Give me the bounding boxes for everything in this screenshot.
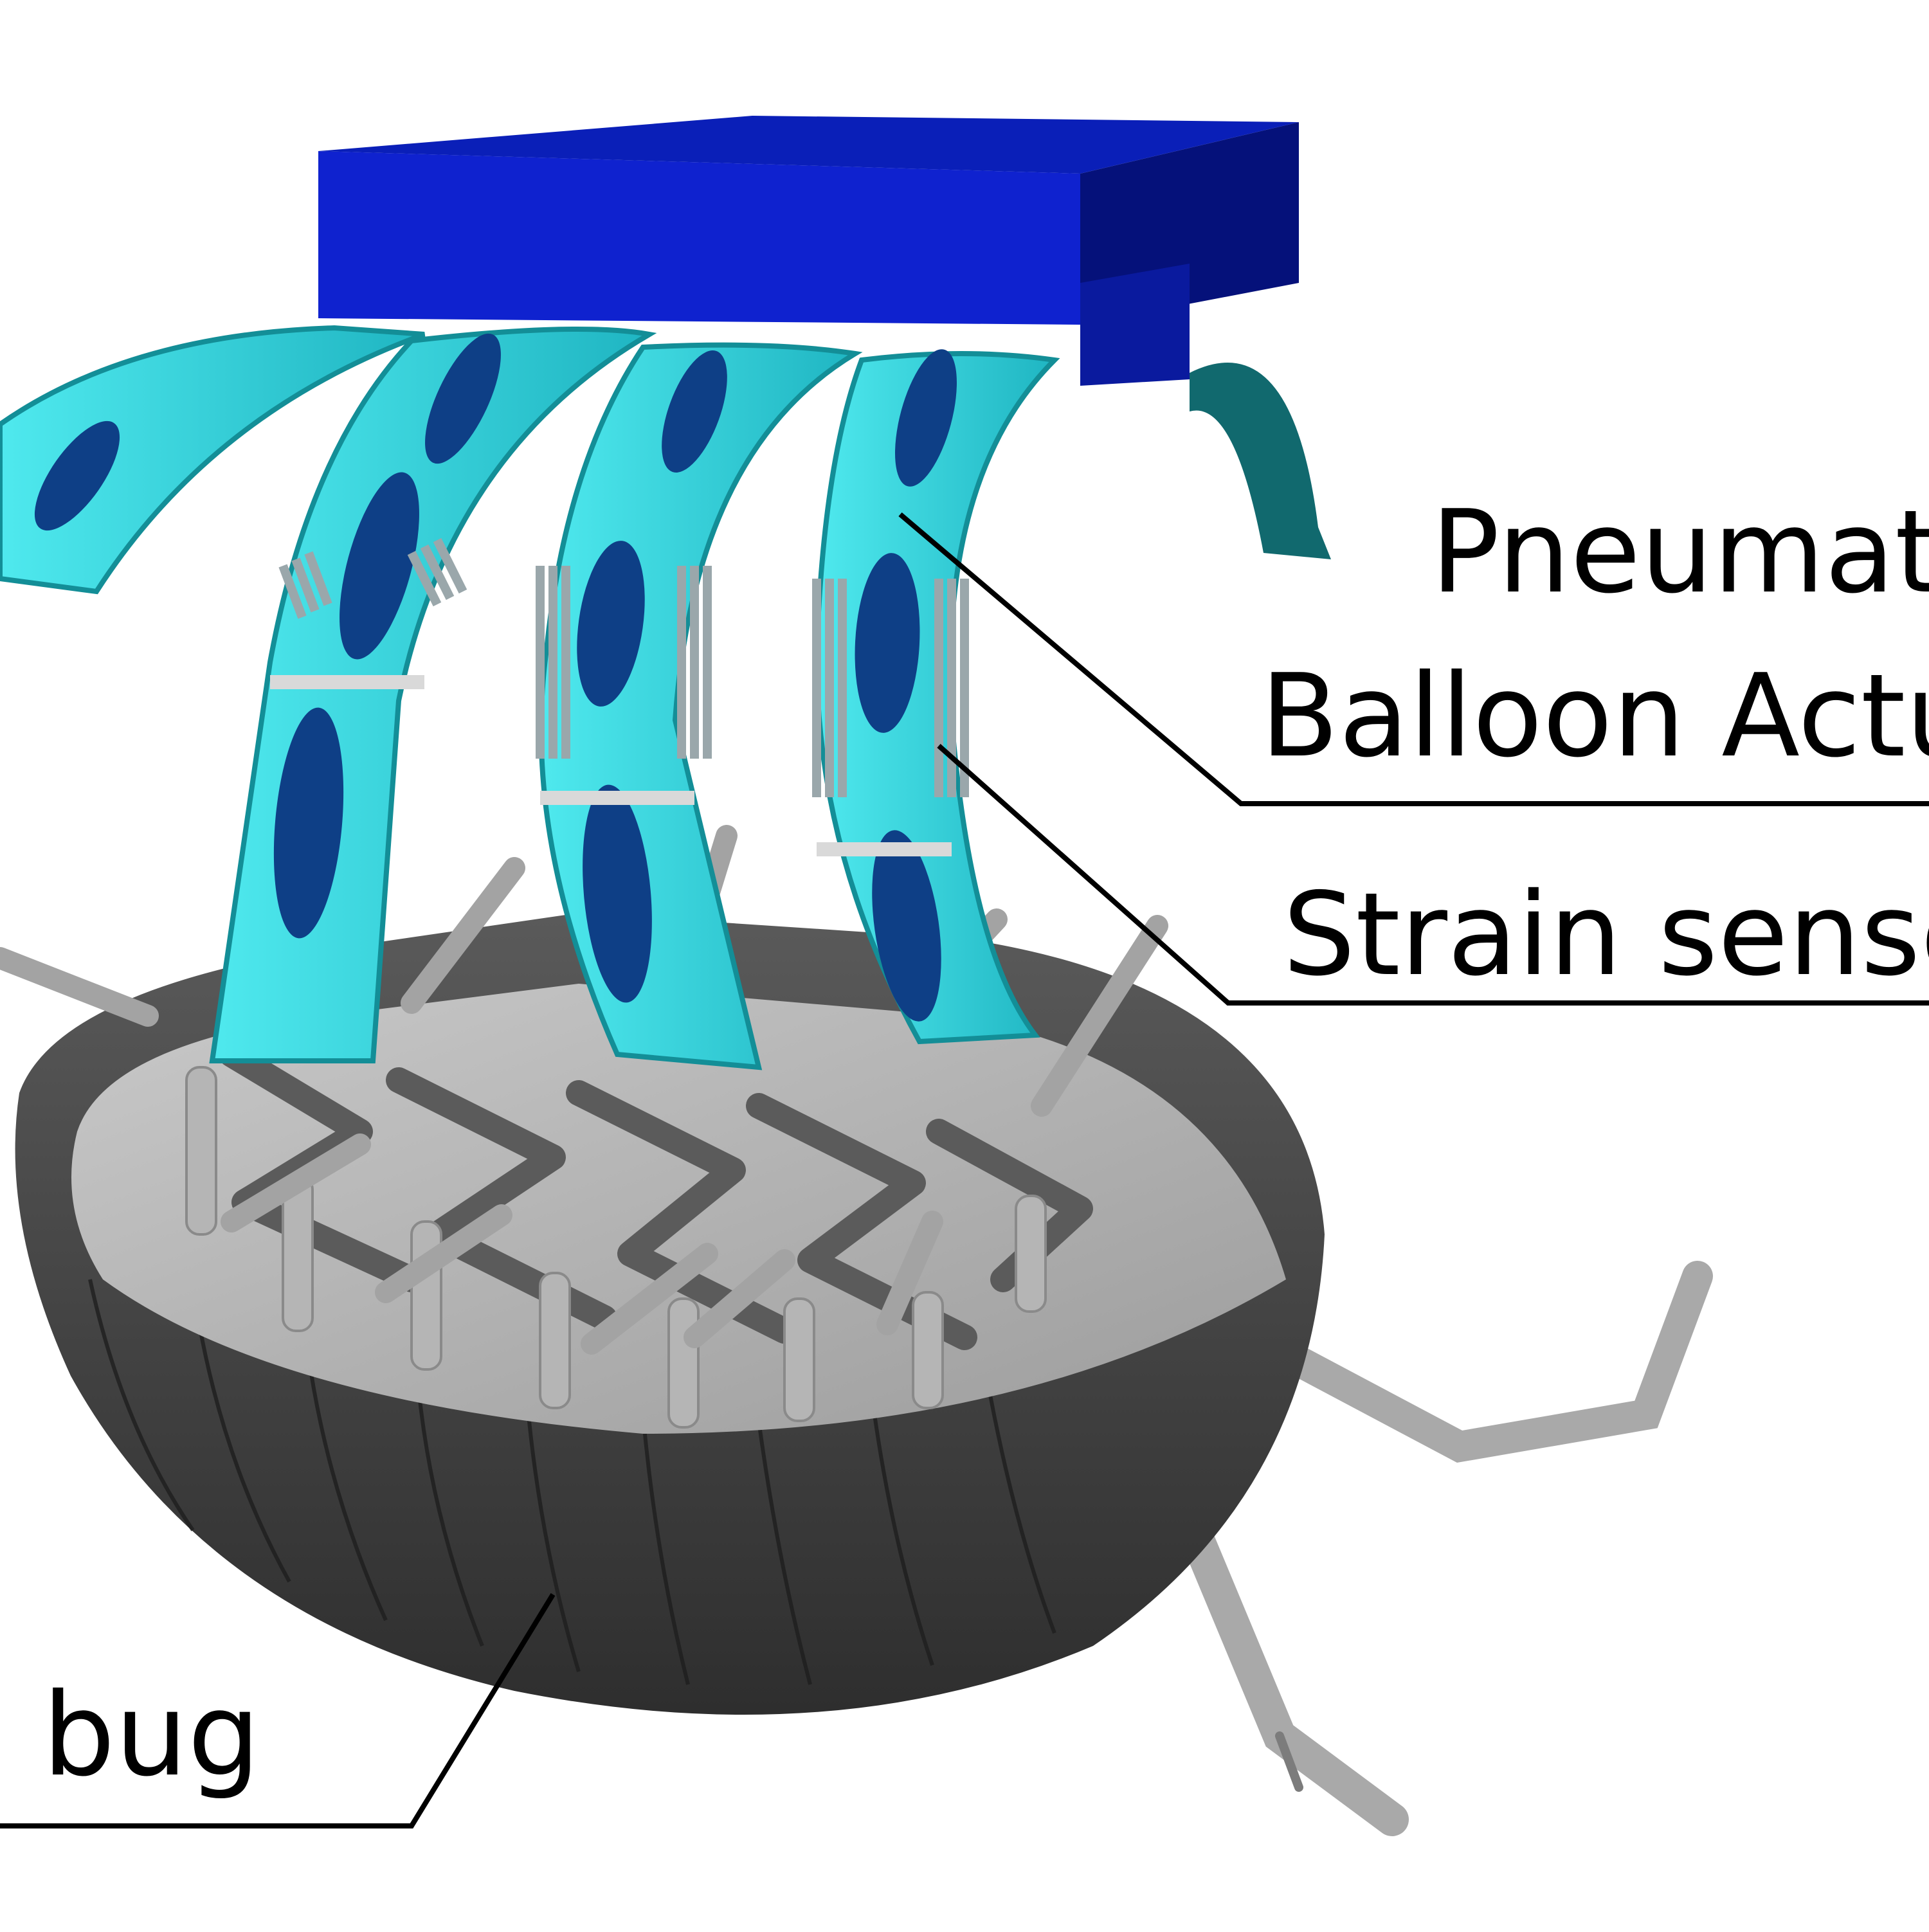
rear-legs bbox=[1166, 1261, 1713, 1836]
balloon-chambers bbox=[34, 333, 957, 1022]
frame-top bbox=[318, 116, 1299, 174]
strip-1 bbox=[0, 325, 426, 595]
actuator-label-line1: Pneumat bbox=[1431, 485, 1929, 618]
blue-frame-icon bbox=[318, 116, 1299, 386]
frame-notch bbox=[1080, 264, 1190, 386]
strain-sensor-grids bbox=[278, 537, 969, 797]
actuator-leader-line bbox=[898, 512, 1929, 806]
actuator-strip-icon bbox=[0, 325, 1331, 1070]
support-posts bbox=[185, 1066, 1047, 1429]
sensor-leader-line bbox=[937, 744, 1929, 1006]
leader-lines bbox=[0, 512, 1929, 1828]
bug-label: l bug bbox=[0, 1668, 260, 1801]
strain-sensor-label: Strain senso bbox=[1283, 868, 1929, 1001]
bug-leader-line bbox=[0, 1593, 556, 1828]
robot-bug-icon bbox=[0, 825, 1713, 1836]
sensor-connector-bars bbox=[270, 675, 952, 856]
pneumatic-pins bbox=[0, 825, 1168, 1355]
actuator-label-line2: Balloon Actu bbox=[1260, 649, 1929, 782]
rear-strip bbox=[1190, 363, 1331, 559]
frame-front bbox=[318, 151, 1080, 325]
shell-segments bbox=[88, 1279, 1056, 1685]
